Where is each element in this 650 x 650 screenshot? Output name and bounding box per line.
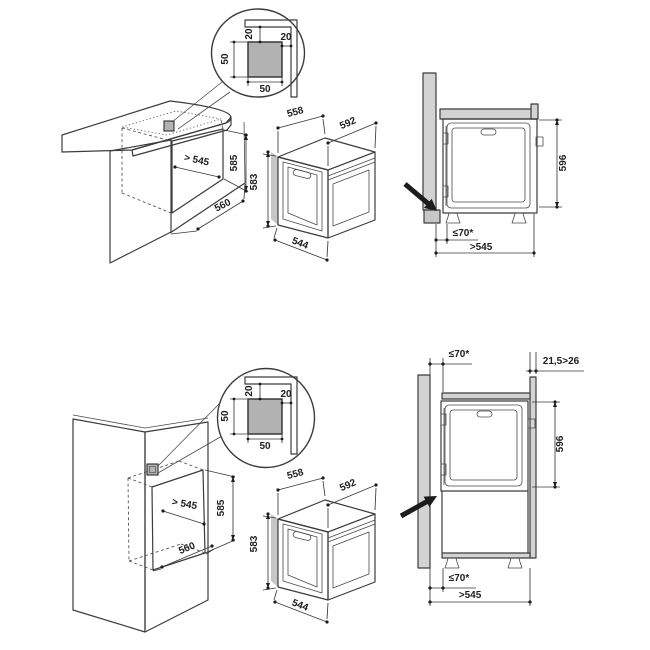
wall-pointer-arrow [403, 182, 437, 211]
top-callout-cutout-width: 50 [259, 84, 271, 95]
oven-body-side [440, 400, 529, 492]
oven-body-side [442, 118, 538, 214]
cabinet-top-shelf [441, 392, 531, 400]
column-vent-square [146, 463, 159, 476]
top-vent-detail-callout: 20 20 50 50 [210, 8, 306, 98]
top-niche-height-label: 585 [229, 154, 240, 171]
bottom-oven-bottom-depth-label: 544 [290, 598, 310, 614]
top-callout-cutout-height: 50 [220, 53, 231, 65]
door-hinge-top [442, 132, 449, 145]
top-oven-height-label: 583 [249, 173, 260, 190]
top-oven-width-label: 592 [338, 115, 358, 132]
oven-handle [476, 410, 493, 418]
top-niche-cabinet: > 545 585 560 [61, 81, 249, 264]
worktop-edge [131, 116, 232, 157]
top-callout-side-clearance: 20 [280, 32, 292, 43]
bottom-niche-height-label: 585 [216, 499, 227, 516]
top-oven-top-depth-label: 558 [286, 105, 305, 120]
top-side-view: 596 ≤70* >545 [403, 72, 569, 257]
wall-pointer-arrow [399, 496, 437, 519]
top-callout-top-clearance: 20 [244, 28, 255, 40]
bottom-vent-detail-callout: 20 20 50 50 [216, 367, 316, 469]
top-side-height-label: 596 [558, 154, 569, 171]
door-hinge-top [440, 413, 447, 426]
bottom-side-plinth-clearance-label: ≤70* [449, 573, 470, 584]
worktop-side [439, 108, 538, 120]
top-installation-diagram: > 545 585 560 20 20 50 50 558 592 583 54… [61, 8, 569, 264]
cabinet-rear-panel [529, 376, 537, 559]
bottom-callout-cutout-width: 50 [259, 441, 271, 452]
column-right-face [144, 421, 209, 633]
cabinet-side-panel [109, 139, 172, 264]
wall [422, 72, 437, 211]
oven-door-panel [449, 409, 518, 481]
latch-bracket [535, 136, 544, 147]
door-hinge-bottom [442, 185, 449, 198]
bottom-side-panel-thickness-label: 21,5>26 [543, 356, 580, 367]
bottom-callout-top-clearance: 20 [244, 385, 255, 397]
niche-opening [171, 128, 224, 214]
top-side-plinth-clearance-label: ≤70* [453, 228, 474, 239]
bottom-callout-cutout-height: 50 [220, 410, 231, 422]
bottom-oven-height-label: 583 [249, 535, 260, 552]
latch-bracket [527, 418, 536, 429]
top-side-min-depth-label: >545 [470, 242, 493, 253]
oven-door-frame [444, 404, 523, 487]
wall [417, 374, 431, 569]
oven-handle [480, 128, 497, 136]
column-left-face [72, 418, 146, 633]
bottom-niche-column: > 545 585 560 [72, 399, 236, 633]
oven-door-frame [446, 122, 531, 209]
bottom-niche-width-label: > 545 [171, 497, 198, 512]
bottom-oven-isometric: 558 592 583 544 [249, 467, 379, 625]
bottom-niche-depth-label: 560 [177, 540, 197, 557]
door-hinge-bottom [440, 463, 447, 476]
worktop-vent-square [163, 120, 175, 132]
oven-door-panel [451, 127, 526, 203]
bottom-callout-side-clearance: 20 [280, 389, 292, 400]
bottom-oven-width-label: 592 [338, 477, 358, 494]
bottom-side-wall-clearance-label: ≤70* [449, 349, 470, 360]
worktop-upstand [530, 103, 539, 120]
bottom-side-height-label: 596 [555, 435, 566, 452]
bottom-side-min-depth-label: >545 [459, 590, 482, 601]
wall-plinth [423, 209, 441, 224]
column-niche-opening [151, 469, 206, 571]
bottom-side-view: ≤70* 21,5>26 596 ≤70* >545 [399, 349, 584, 606]
top-niche-depth-label: 560 [213, 197, 233, 215]
top-oven-bottom-depth-label: 544 [290, 236, 310, 252]
bottom-installation-diagram: > 545 585 560 20 20 50 50 558 592 583 54… [72, 349, 584, 633]
cabinet-bottom-shelf [441, 552, 531, 559]
bottom-oven-top-depth-label: 558 [286, 467, 305, 482]
top-niche-width-label: > 545 [183, 153, 210, 169]
top-oven-isometric: 558 592 583 544 [249, 105, 379, 263]
